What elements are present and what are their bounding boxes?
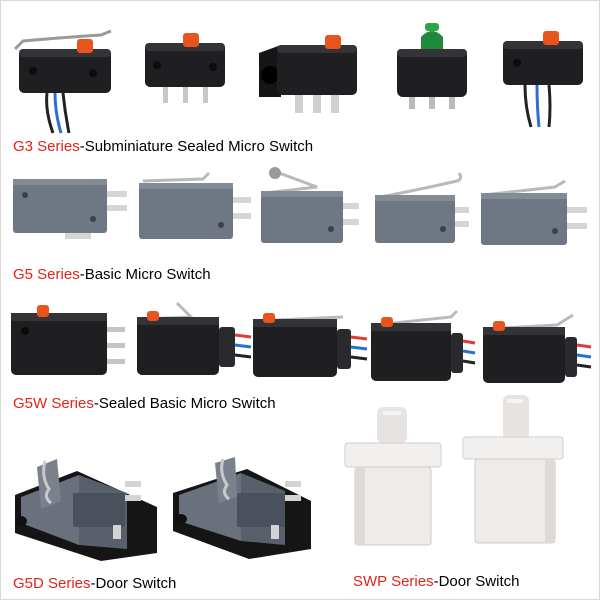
g3-series-description: -Subminiature Sealed Micro Switch: [79, 138, 314, 155]
g5d-door-switch-angled-photo: [173, 457, 311, 559]
g5-series-description: -Basic Micro Switch: [79, 266, 211, 283]
swp-door-switch-plain-photo: [344, 407, 442, 546]
g5w-switch-long-lever-photo: [371, 309, 476, 381]
g3-switch-side-wired-photo: [503, 31, 583, 128]
g3-switch-lever-wired-photo: [13, 29, 112, 134]
g5w-series-description: -Sealed Basic Micro Switch: [93, 395, 276, 412]
g3-series-name: G3 Series: [13, 138, 80, 155]
swp-series-caption: SWP Series-Door Switch: [353, 573, 519, 590]
g3-switch-bracket-photo: [259, 35, 357, 113]
g5-switch-long-lever-photo: [481, 179, 587, 245]
g5-switch-short-lever-photo: [139, 171, 251, 239]
g5-series-caption: G5 Series-Basic Micro Switch: [13, 266, 211, 283]
g5d-door-switch-front-photo: [15, 459, 157, 561]
g3-switch-green-plunger-photo: [397, 23, 467, 109]
g5-switch-plain-photo: [13, 179, 127, 239]
g5w-switch-extended-lever-photo: [483, 313, 592, 383]
g5-switch-curved-lever-photo: [375, 172, 469, 243]
swp-door-switch-branded-photo: [462, 395, 564, 544]
swp-series-description: -Door Switch: [433, 573, 520, 590]
g5w-switch-pins-photo: [11, 305, 125, 375]
g5w-switch-lever-wired-photo: [137, 301, 252, 375]
g5w-series-name: G5W Series: [13, 395, 94, 412]
g3-series-caption: G3 Series-Subminiature Sealed Micro Swit…: [13, 138, 313, 155]
g3-switch-button-pins-photo: [145, 33, 225, 103]
g5d-series-description: -Door Switch: [90, 575, 177, 592]
swp-series-name: SWP Series: [353, 573, 434, 590]
g5d-series-name: G5D Series: [13, 575, 91, 592]
g5-switch-roller-lever-photo: [261, 167, 359, 243]
g5w-series-caption: G5W Series-Sealed Basic Micro Switch: [13, 395, 276, 412]
g5d-series-caption: G5D Series-Door Switch: [13, 575, 176, 592]
g5-series-name: G5 Series: [13, 266, 80, 283]
g5w-switch-straight-lever-photo: [253, 313, 368, 377]
